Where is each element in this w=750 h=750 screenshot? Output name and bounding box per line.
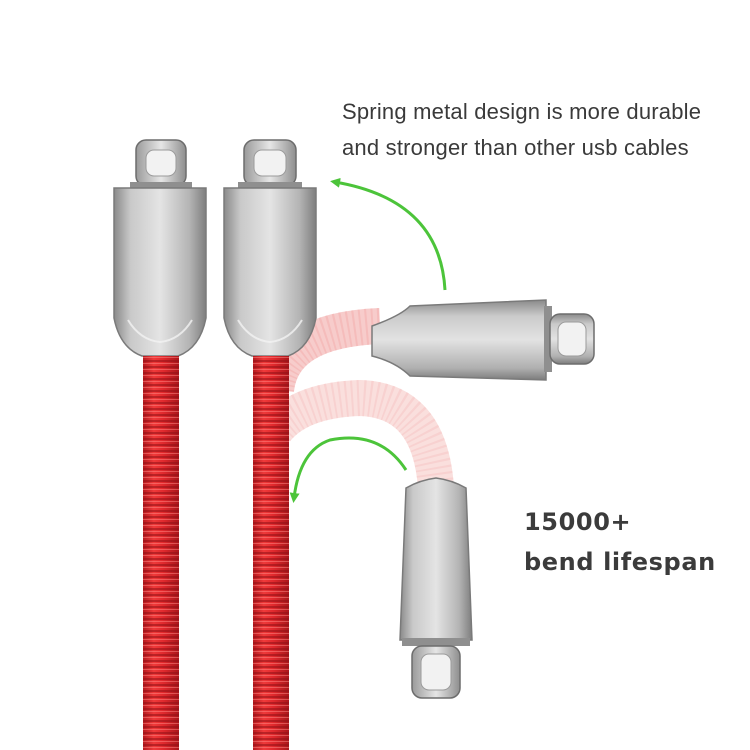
- bend-ghost-lower: [261, 379, 454, 490]
- bend-arrow-lower-icon: [289, 436, 408, 503]
- bent-plug-vertical: [399, 477, 473, 699]
- caption-line-2: and stronger than other usb cables: [342, 135, 689, 160]
- caption-line-1: Spring metal design is more durable: [342, 99, 702, 124]
- bent-plug-horizontal: [371, 299, 595, 381]
- bend-arrow-upper-icon: [330, 177, 447, 291]
- bend-count: 15000+: [524, 508, 632, 536]
- cable-right: [223, 139, 317, 750]
- metal-housing-right: [223, 187, 317, 357]
- metal-housing-left: [113, 187, 207, 357]
- bend-lifespan-label: bend lifespan: [524, 548, 716, 576]
- cable-left: [113, 139, 207, 750]
